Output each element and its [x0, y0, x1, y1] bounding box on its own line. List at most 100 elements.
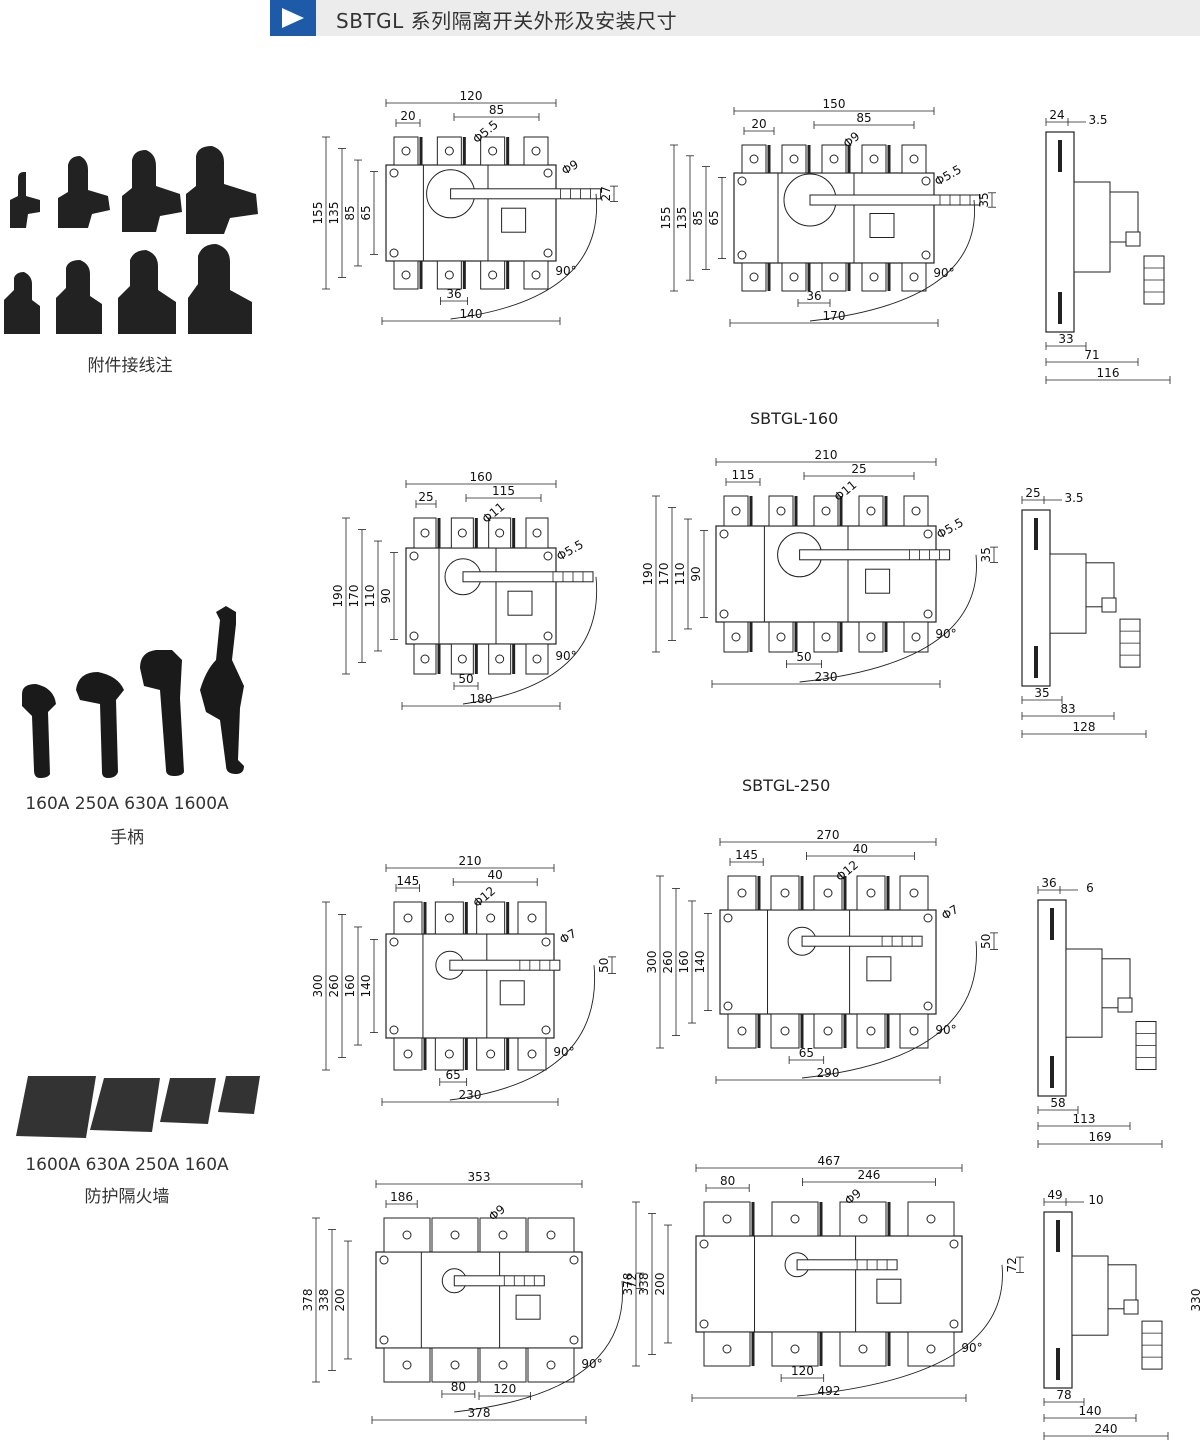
diagram_e-dim-bottom-1: 230	[815, 670, 838, 684]
diagram_l-dim-bottom-1: 140	[1079, 1404, 1102, 1418]
diagram_k-dim-top-2: 246	[857, 1168, 880, 1182]
handle-caption: 手柄	[110, 828, 144, 848]
diagram_j-dim-left-2: 200	[333, 1289, 347, 1312]
firewall-caption: 防护隔火墙	[84, 1187, 170, 1207]
diagram_g-dim-right: 50	[597, 958, 611, 973]
diagram_j-angle: 90°	[581, 1357, 602, 1371]
play-arrow-icon	[270, 0, 316, 36]
diagram_e-dim-left-1: 170	[657, 563, 671, 586]
diagram_g-dim-left-3: 140	[359, 975, 373, 998]
diagram_h-dim-top-1: 145	[735, 848, 758, 862]
diagram_b-dim-bottom-1: 170	[823, 309, 846, 323]
diagram_i-dim-top-0: 36	[1041, 876, 1056, 890]
diagram_j-dim-left-1: 338	[317, 1289, 331, 1312]
diagram_e-angle: 90°	[935, 627, 956, 641]
diagram_k-dim-bottom-1: 492	[818, 1384, 841, 1398]
diagram_l-dim-bottom-2: 240	[1095, 1422, 1118, 1436]
diagram_d-dim-bottom-1: 180	[470, 692, 493, 706]
diagram_d-dim-bottom-0: 50	[458, 672, 473, 686]
diagram_d-dim-left-2: 110	[363, 585, 377, 608]
diagram_l-dim-bottom-0: 78	[1056, 1388, 1071, 1402]
diagram_e-dim-bottom-0: 50	[796, 650, 811, 664]
diagram_h-dim-left-1: 260	[661, 951, 675, 974]
diagram_i-dim-bottom-1: 113	[1073, 1112, 1096, 1126]
diagram_j-dim-bottom-0: 80	[451, 1380, 466, 1394]
diagram_d-dim-left-3: 90	[379, 588, 393, 603]
model-label-160: SBTGL-160	[750, 409, 839, 428]
diagram_k-dim-top-0: 467	[818, 1154, 841, 1168]
diagram_f-dim-bottom-1: 83	[1060, 702, 1075, 716]
diagram_b-angle: 90°	[933, 266, 954, 280]
diagram_b-dim-right: 35	[977, 192, 991, 207]
diagram_e-hole-1: Φ5.5	[934, 515, 966, 541]
diagram_a-dim-left-2: 85	[343, 205, 357, 220]
diagram_k-dim-right: 72	[1005, 1257, 1019, 1272]
diagram_h-dim-bottom-1: 290	[817, 1066, 840, 1080]
diagram_b-dim-left-2: 85	[691, 210, 705, 225]
diagram_f-dim-top-1: 3.5	[1064, 491, 1083, 505]
diagram_d-dim-top-0: 160	[470, 470, 493, 484]
diagram_j-dim-bottom-2: 378	[468, 1406, 491, 1420]
diagram_l-dim-right: 330	[1189, 1289, 1200, 1312]
handle-icons	[22, 606, 244, 778]
firewall-plate-icons	[16, 1076, 260, 1138]
diagram_l-dim-top-1: 10	[1088, 1193, 1103, 1207]
diagram_h-dim-left-2: 160	[677, 951, 691, 974]
diagram_a-dim-top-1: 20	[400, 109, 415, 123]
product-photos	[4, 146, 260, 1138]
diagram_h-hole-1: Φ7	[939, 902, 961, 923]
diagram_f-dim-bottom-2: 128	[1073, 720, 1096, 734]
diagram_a-hole-1: Φ9	[559, 157, 581, 178]
diagram_a-dim-bottom-1: 140	[460, 307, 483, 321]
diagram_k-angle: 90°	[961, 1341, 982, 1355]
diagram_a-dim-left-3: 65	[359, 205, 373, 220]
diagram_b-dim-top-1: 20	[751, 117, 766, 131]
diagram_d-dim-top-1: 25	[418, 490, 433, 504]
diagram_c-dim-bottom-2: 116	[1097, 366, 1120, 380]
diagram_d-angle: 90°	[555, 649, 576, 663]
diagram_a-dim-top-2: 85	[489, 103, 504, 117]
diagram_g-dim-left-2: 160	[343, 975, 357, 998]
diagram_h-dim-left-0: 300	[645, 951, 659, 974]
diagram_g-dim-top-0: 210	[459, 854, 482, 868]
handle-ratings: 160A 250A 630A 1600A	[25, 794, 229, 814]
diagram_k-dim-left-0: 378	[621, 1273, 635, 1296]
diagram_d-dim-top-2: 115	[492, 484, 515, 498]
diagram_e-dim-top-2: 25	[851, 462, 866, 476]
diagram_d-dim-left-0: 190	[331, 585, 345, 608]
diagram_k-dim-bottom-0: 120	[791, 1364, 814, 1378]
diagram_b-dim-left-1: 135	[675, 207, 689, 230]
diagram_b-dim-left-3: 65	[707, 210, 721, 225]
diagram_j-dim-top-0: 353	[468, 1170, 491, 1184]
diagram_a-dim-left-0: 155	[311, 202, 325, 225]
firewall-ratings: 1600A 630A 250A 160A	[25, 1155, 229, 1175]
diagram_i-dim-bottom-0: 58	[1050, 1096, 1065, 1110]
diagram_a-dim-right: 27	[599, 186, 613, 201]
terminal-caption: 附件接线注	[87, 356, 173, 376]
diagram_e-dim-top-1: 115	[732, 468, 755, 482]
diagram_d-dim-left-1: 170	[347, 585, 361, 608]
diagram_e-dim-left-2: 110	[673, 563, 687, 586]
diagram_h-dim-top-2: 40	[853, 842, 868, 856]
diagram_e-dim-right: 35	[979, 547, 993, 562]
diagram_b-hole-1: Φ5.5	[932, 162, 964, 188]
model-label-250: SBTGL-250	[742, 776, 831, 795]
diagram_h-dim-top-0: 270	[817, 828, 840, 842]
section-header: SBTGL 系列隔离开关外形及安装尺寸	[270, 0, 1200, 36]
diagram_g-dim-bottom-1: 230	[459, 1088, 482, 1102]
diagram_a-angle: 90°	[555, 264, 576, 278]
diagram_g-dim-bottom-0: 65	[446, 1068, 461, 1082]
diagram_g-dim-top-2: 40	[488, 868, 503, 882]
diagram_g-dim-left-0: 300	[311, 975, 325, 998]
diagram_j-dim-right: 72	[625, 1273, 639, 1288]
diagram_c-dim-top-1: 3.5	[1088, 113, 1107, 127]
